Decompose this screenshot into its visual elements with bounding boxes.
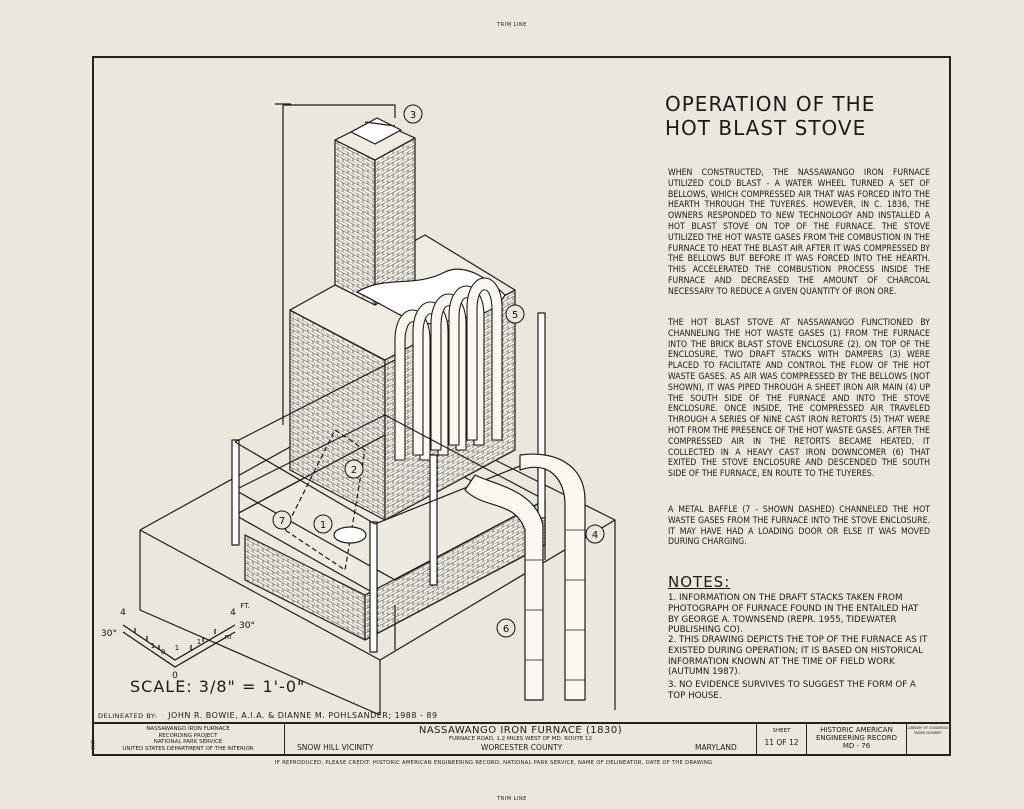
notes-heading: NOTES: (668, 573, 731, 591)
loc-line-1: LIBRARY OF CONGRESS (907, 726, 949, 730)
sheet-title-line-1: OPERATION OF THE (665, 92, 876, 116)
title-block-loc: LIBRARY OF CONGRESS INDEX NUMBER (906, 724, 949, 756)
scale-right-angle: 30° (239, 621, 255, 631)
county: WORCESTER COUNTY (481, 742, 563, 752)
paragraph-function: THE HOT BLAST STOVE AT NASSAWANGO FUNCTI… (668, 318, 930, 480)
record-number: MD - 76 (842, 742, 871, 750)
delineated-label: DELINEATED BY: (98, 712, 158, 720)
agency-line-2: UNITED STATES DEPARTMENT OF THE INTERIOR (122, 745, 254, 752)
note-1: 1. INFORMATION ON THE DRAFT STACKS TAKEN… (668, 593, 919, 636)
title-block-agency: NASSAWANGO IRON FURNACE RECORDING PROJEC… (92, 724, 284, 756)
title-block-record: HISTORIC AMERICAN ENGINEERING RECORD MD … (806, 724, 906, 756)
paragraph-construction: WHEN CONSTRUCTED, THE NASSAWANGO IRON FU… (668, 168, 930, 297)
callout-1: 1 (320, 520, 326, 531)
structure-location: FURNACE ROAD, 1.2 MILES WEST OF MD. ROUT… (448, 736, 593, 742)
state: MARYLAND (695, 742, 737, 752)
trim-line-label-bottom: TRIM LINE (497, 796, 527, 802)
reproduction-credit: IF REPRODUCED, PLEASE CREDIT: HISTORIC A… (275, 760, 713, 766)
structure-name: NASSAWANGO IRON FURNACE (1830) (418, 725, 623, 736)
scale-left-num: 4 (120, 608, 126, 618)
side-mark: 1989 (90, 739, 96, 750)
callout-7: 7 (279, 516, 285, 527)
trim-line-label-top: TRIM LINE (497, 22, 527, 28)
sheet-label: SHEET (772, 728, 791, 734)
title-block: NASSAWANGO IRON FURNACE RECORDING PROJEC… (92, 722, 951, 756)
scale-left-angle: 30° (101, 629, 117, 639)
note-3: 3. NO EVIDENCE SURVIVES TO SUGGEST THE F… (668, 680, 916, 701)
note-2: 2. THIS DRAWING DEPICTS THE TOP OF THE F… (668, 635, 928, 678)
title-block-sheet: SHEET 11 of 12 (756, 724, 806, 756)
loc-line-2: INDEX NUMBER (914, 730, 942, 735)
callout-2: 2 (351, 465, 357, 476)
callout-4: 4 (592, 530, 598, 541)
hot-blast-stove-drawing: 3 5 2 7 1 4 6 4 4 FT. 30° 30° 0 1 0 1 1 … (101, 103, 616, 715)
drawing-frame (92, 56, 951, 756)
project-line-2: RECORDING PROJECT (158, 732, 218, 739)
project-line-1: NASSAWANGO IRON FURNACE (146, 726, 230, 732)
scale-tick-left-3: 1 (175, 644, 179, 652)
record-line-2: ENGINEERING RECORD (816, 734, 897, 742)
scale-unit: FT. (240, 602, 250, 610)
scale-right-num: 4 (230, 608, 236, 618)
title-block-structure: NASSAWANGO IRON FURNACE (1830) FURNACE R… (284, 724, 756, 756)
delineated-by: DELINEATED BY: JOHN R. BOWIE, A.I.A. & D… (98, 711, 438, 720)
callout-5: 5 (512, 310, 518, 321)
scale-tick-right-1: 1 (197, 638, 201, 646)
scale-tick-right-2: m (225, 633, 232, 641)
paragraph-baffle: A METAL BAFFLE (7 - SHOWN DASHED) CHANNE… (668, 505, 930, 548)
scale-zero: 0 (172, 671, 178, 681)
record-line-1: HISTORIC AMERICAN (820, 726, 893, 734)
vicinity: SNOW HILL VICINITY (297, 742, 374, 752)
scale-label: SCALE: 3/8" = 1'-0" (130, 677, 306, 696)
sheet-number: 11 of 12 (764, 737, 799, 747)
delineator-names: JOHN R. BOWIE, A.I.A. & DIANNE M. POHLSA… (168, 711, 438, 720)
callout-6: 6 (503, 624, 509, 635)
scale-tick-left-2: 0 (161, 648, 165, 656)
sheet-title-line-2: HOT BLAST STOVE (665, 116, 867, 140)
callout-3: 3 (410, 110, 416, 121)
scale-tick-left-1: 1 (151, 642, 155, 650)
agency-line-1: NATIONAL PARK SERVICE (153, 739, 223, 745)
